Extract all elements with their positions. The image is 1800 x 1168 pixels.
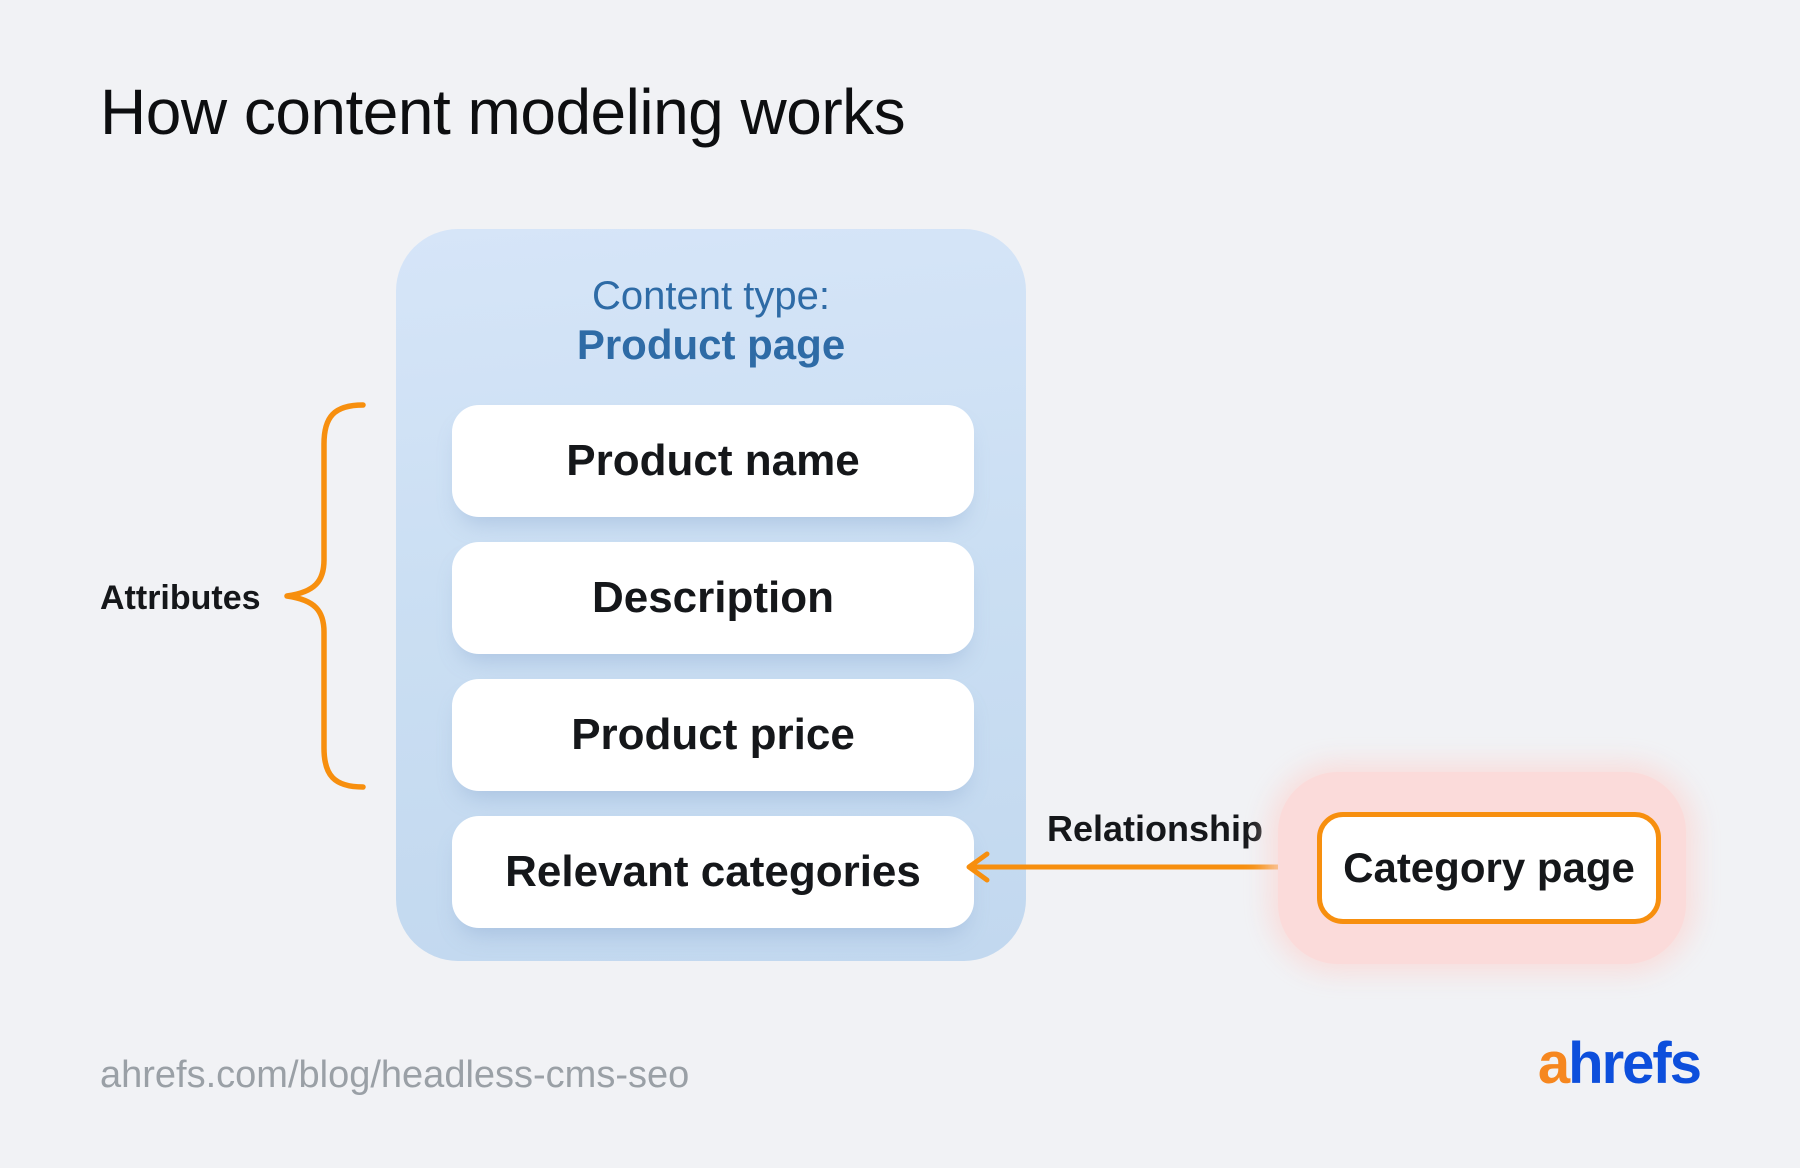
ahrefs-logo-orange-letter: a	[1537, 1031, 1570, 1096]
relationship-arrow-strokes	[966, 851, 1316, 883]
curly-brace-icon	[284, 402, 366, 790]
field-product-name: Product name	[452, 405, 974, 517]
field-description: Description	[452, 542, 974, 654]
content-type-header: Content type: Product page	[396, 272, 1026, 370]
ahrefs-logo: ahrefs	[1537, 1031, 1702, 1096]
field-product-price: Product price	[452, 679, 974, 791]
relationship-label: Relationship	[1046, 808, 1264, 849]
attributes-label: Attributes	[100, 579, 261, 617]
curly-brace-path	[284, 402, 366, 790]
page-title: How content modeling works	[100, 76, 906, 148]
content-type-name: Product page	[576, 321, 846, 368]
ahrefs-logo-blue-letters: hrefs	[1568, 1031, 1702, 1096]
category-page-box: Category page	[1317, 812, 1661, 924]
content-type-label: Content type:	[592, 274, 830, 318]
source-url: ahrefs.com/blog/headless-cms-seo	[100, 1054, 690, 1096]
relationship-arrow-icon	[966, 851, 1316, 883]
field-relevant-categories: Relevant categories	[452, 816, 974, 928]
